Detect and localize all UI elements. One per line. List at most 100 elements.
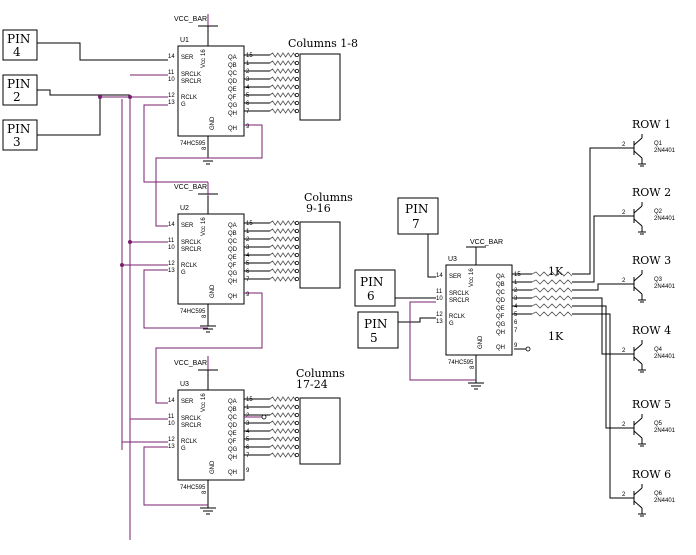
svg-text:RCLK: RCLK xyxy=(449,314,465,320)
resistor-label-bottom: 1K xyxy=(548,330,564,343)
svg-text:9: 9 xyxy=(246,468,250,474)
svg-text:U3: U3 xyxy=(448,256,457,263)
svg-text:PIN: PIN xyxy=(360,275,383,289)
transistor-ref: Q1 xyxy=(654,141,663,147)
pin-box-7: PIN 7 xyxy=(397,197,439,235)
resistor xyxy=(269,236,297,242)
transistor-part: 2N4401 xyxy=(654,148,676,154)
svg-text:14: 14 xyxy=(168,398,175,404)
svg-text:QD: QD xyxy=(228,423,238,429)
svg-text:QC: QC xyxy=(228,71,238,77)
row-label: ROW 3 xyxy=(632,254,671,267)
svg-text:RCLK: RCLK xyxy=(181,263,197,269)
base-wire xyxy=(572,305,618,429)
svg-text:QB: QB xyxy=(228,231,237,237)
svg-text:QA: QA xyxy=(228,223,237,229)
row-label: ROW 2 xyxy=(632,186,671,199)
resistor xyxy=(269,412,297,418)
resistor xyxy=(269,228,297,234)
svg-text:QC: QC xyxy=(496,290,506,296)
transistor-part: 2N4401 xyxy=(654,284,676,290)
row-label: ROW 5 xyxy=(632,398,671,411)
transistor-part: 2N4401 xyxy=(654,354,676,360)
svg-text:9: 9 xyxy=(246,292,250,298)
svg-text:16: 16 xyxy=(201,393,207,400)
svg-text:VCC_BAR: VCC_BAR xyxy=(174,360,207,367)
svg-text:8: 8 xyxy=(202,490,208,494)
svg-text:SER: SER xyxy=(181,223,194,229)
svg-text:10: 10 xyxy=(168,77,175,83)
svg-text:QD: QD xyxy=(228,247,238,253)
svg-text:Vcc: Vcc xyxy=(201,226,207,236)
svg-text:Vcc: Vcc xyxy=(201,402,207,412)
pin-node xyxy=(295,261,299,265)
collector xyxy=(633,137,643,146)
svg-text:16: 16 xyxy=(469,268,475,275)
svg-text:10: 10 xyxy=(168,245,175,251)
svg-text:QH: QH xyxy=(228,470,237,476)
resistor xyxy=(531,287,573,293)
svg-text:Vcc: Vcc xyxy=(201,58,207,68)
svg-text:2: 2 xyxy=(514,288,518,294)
emitter xyxy=(633,430,643,439)
collector xyxy=(633,273,643,282)
base-pin-number: 2 xyxy=(622,142,626,148)
svg-text:12: 12 xyxy=(168,93,175,99)
pin-node xyxy=(295,445,299,449)
svg-text:13: 13 xyxy=(168,268,175,274)
base-pin-number: 2 xyxy=(622,278,626,284)
pin-box-4: PIN 4 xyxy=(2,29,38,61)
svg-text:SER: SER xyxy=(449,274,462,280)
svg-text:QH: QH xyxy=(496,345,505,351)
svg-text:SRCLR: SRCLR xyxy=(181,79,202,85)
svg-text:8: 8 xyxy=(202,314,208,318)
base-pin-number: 2 xyxy=(622,492,626,498)
chip-u3-columns: VCC_BAR U3 16 Vcc SER SRCLK SRCLR RCLK G… xyxy=(168,360,253,515)
svg-text:QC: QC xyxy=(228,415,238,421)
svg-text:SRCLR: SRCLR xyxy=(449,298,470,304)
resistor-array-2 xyxy=(244,220,341,289)
emitter xyxy=(633,356,643,365)
svg-text:15: 15 xyxy=(246,397,253,403)
svg-text:2: 2 xyxy=(246,413,250,419)
svg-text:15: 15 xyxy=(246,221,253,227)
svg-text:G: G xyxy=(181,102,186,108)
pin-node xyxy=(295,221,299,225)
pin-node xyxy=(295,53,299,57)
svg-text:QF: QF xyxy=(228,439,237,445)
svg-text:PIN: PIN xyxy=(364,317,387,331)
base-wire xyxy=(572,215,618,283)
resistor xyxy=(269,220,297,226)
resistor xyxy=(531,295,573,301)
svg-text:14: 14 xyxy=(168,54,175,60)
pin-node xyxy=(295,101,299,105)
svg-text:QC: QC xyxy=(228,239,238,245)
svg-text:PIN: PIN xyxy=(405,202,428,216)
column-connector xyxy=(299,221,341,289)
svg-text:12: 12 xyxy=(168,437,175,443)
svg-text:U1: U1 xyxy=(180,37,189,44)
svg-text:QH: QH xyxy=(228,126,237,132)
transistor-part: 2N4401 xyxy=(654,216,676,222)
resistor xyxy=(531,311,573,317)
svg-text:QD: QD xyxy=(228,79,238,85)
svg-text:QB: QB xyxy=(228,407,237,413)
collector xyxy=(633,205,643,214)
svg-text:11: 11 xyxy=(168,238,175,244)
svg-text:G: G xyxy=(181,270,186,276)
pin-node xyxy=(295,109,299,113)
resistor xyxy=(269,276,297,282)
svg-text:6: 6 xyxy=(514,320,518,326)
svg-text:QH: QH xyxy=(496,330,505,336)
svg-text:U3: U3 xyxy=(180,381,189,388)
pin-node xyxy=(295,405,299,409)
svg-text:VCC_BAR: VCC_BAR xyxy=(174,184,207,191)
svg-text:QH: QH xyxy=(228,294,237,300)
svg-text:4: 4 xyxy=(246,253,250,259)
svg-text:12: 12 xyxy=(168,261,175,267)
resistor xyxy=(531,279,573,285)
resistor xyxy=(269,428,297,434)
columns-label-2: Columns xyxy=(304,191,353,204)
